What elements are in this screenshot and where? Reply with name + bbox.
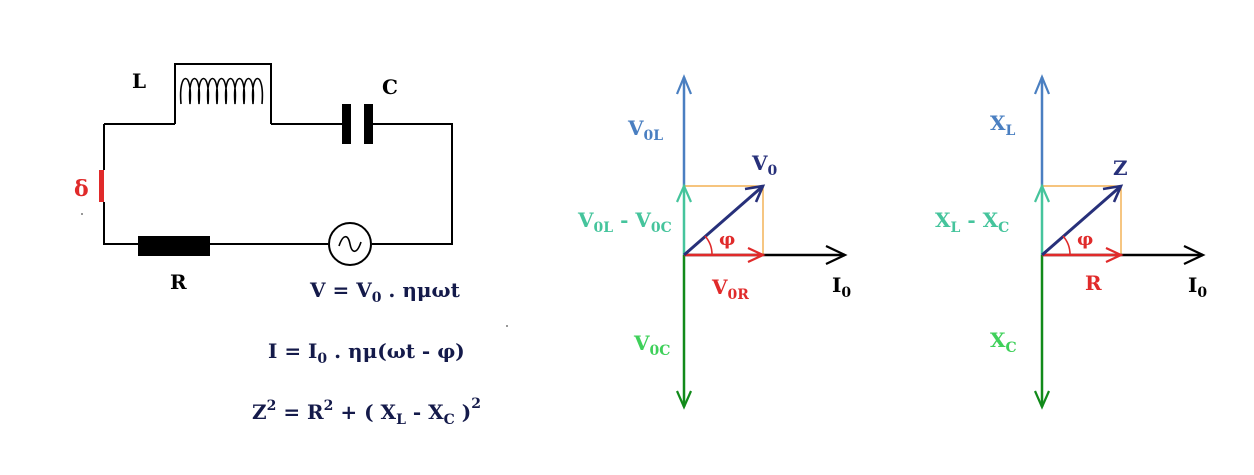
z-vector [1041,184,1122,257]
v0l-label: V0L [627,116,663,144]
v0c-label: V0C [633,331,670,359]
inductor-coil [174,63,272,124]
switch-contact [99,170,104,202]
wire-bottom-left [103,202,138,245]
current-equation: I = I0 . ημ(ωt - φ) [268,339,465,367]
inductor-label: L [132,69,146,93]
voltage-phasor-diagram [675,74,848,410]
phi-arc-z [1062,235,1071,256]
xl-minus-xc-label: XL - XC [935,208,1009,236]
v0-vector [683,184,764,257]
r-label: R [1085,271,1102,295]
i0-label: I0 [832,273,851,301]
stray-dot [81,213,83,215]
capacitor-label: C [382,75,398,99]
resistor-label: R [170,270,187,294]
phi-label: φ [719,229,735,250]
xl-label: XL [990,111,1016,139]
capacitor [342,104,373,144]
wire-top-right [370,123,453,245]
rlc-circuit [103,63,453,266]
phi-label-z: φ [1077,229,1093,250]
v0-label: V0 [751,151,778,179]
resistor [138,236,210,256]
z-label: Z [1113,156,1128,180]
v0l-minus-v0c-label: V0L - V0C [577,208,672,236]
impedance-phasor-diagram [1033,74,1206,410]
v0r-label: V0R [711,275,749,303]
phi-arc [704,235,713,256]
switch-label: δ [74,176,89,202]
stray-dot-2 [506,325,508,327]
i0-label-z: I0 [1188,273,1207,301]
impedance-equation: Z2 = R2 + ( XL - XC )2 [252,396,481,428]
voltage-equation: V = V0 . ημωt [309,278,461,306]
ac-source [328,222,372,266]
xc-label: XC [990,328,1017,356]
